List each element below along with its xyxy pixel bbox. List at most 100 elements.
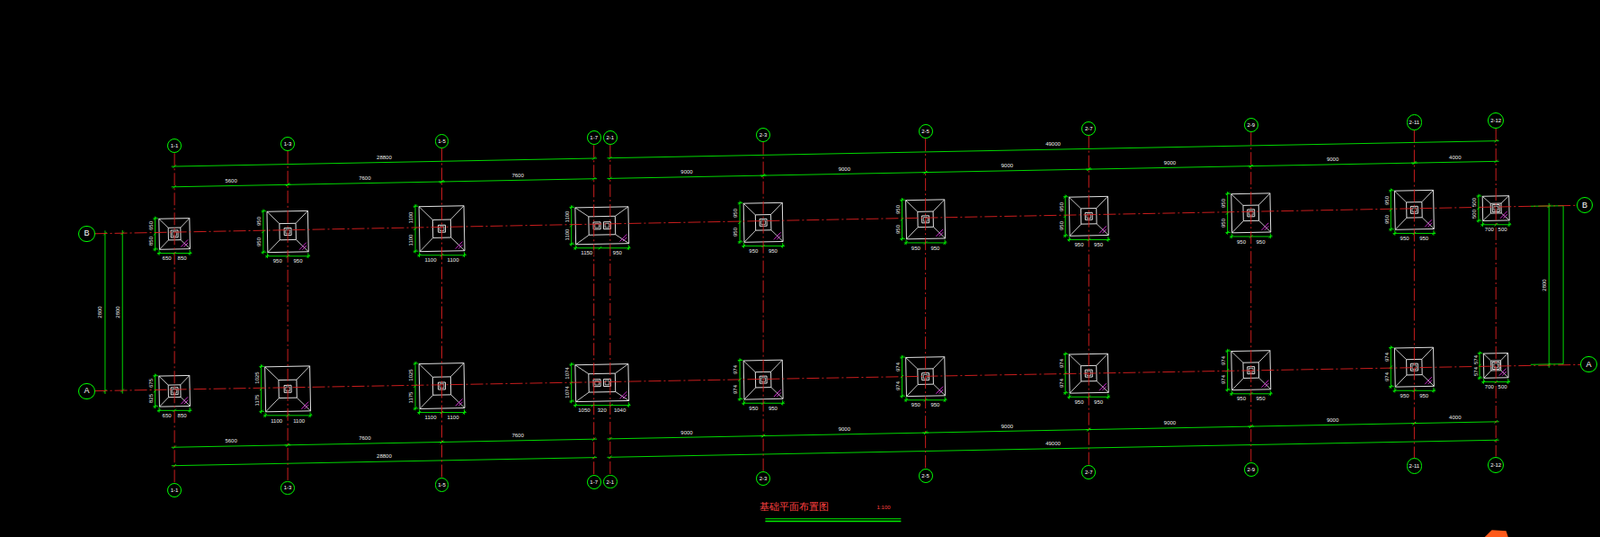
dimension-text: 1175 [254, 392, 260, 407]
dimension-text: 700 [1484, 226, 1495, 232]
dimension-line [438, 438, 597, 442]
footing-slope [906, 199, 918, 212]
dimension-text: 950 [256, 236, 262, 248]
dimension-text: 9000 [1163, 419, 1177, 426]
corner-mark [773, 231, 782, 240]
dimension-text: 950 [747, 248, 759, 254]
dimension-text: 950 [1220, 197, 1227, 209]
dimension-tick [574, 403, 578, 407]
dimension-text: 950 [1235, 395, 1247, 401]
dimension-text: 1050 [577, 407, 591, 413]
dimension-text: 950 [1073, 241, 1085, 248]
dimension-tick [761, 173, 765, 177]
dimension-text: 49000 [1044, 141, 1062, 147]
dimension-line [1085, 426, 1254, 430]
axis-label: 2-9 [1246, 466, 1255, 472]
dimension-text: 500 [1471, 208, 1477, 220]
dimension-text: 700 [1484, 383, 1495, 390]
dimension-text: 650 [161, 255, 173, 261]
dimension-text: 974 [1058, 357, 1065, 369]
dimension-tick [1063, 195, 1067, 198]
dimension-text: 950 [1058, 220, 1065, 232]
footing-slope [743, 203, 756, 215]
column-outline [593, 379, 601, 387]
footing-slope [906, 356, 918, 369]
axis-label: 1-7 [589, 134, 598, 141]
dimension-text: 950 [1220, 217, 1227, 229]
dimension-line [606, 141, 1499, 159]
dimension-text: 1100 [408, 210, 414, 224]
axis-label: 1-7 [589, 479, 598, 485]
dimension-tick [1431, 231, 1435, 235]
dimension-line [922, 429, 1092, 434]
corner-mark [180, 396, 188, 404]
footing-slope [418, 363, 433, 377]
axis-bubble: 2-1 [603, 130, 618, 145]
dimension-tick [259, 364, 263, 368]
axis-bubble: 2-9 [1244, 462, 1259, 477]
dimension-text: 9000 [837, 426, 852, 432]
dimension-tick [462, 253, 466, 257]
footing-slope [450, 205, 464, 220]
dimension-tick [157, 408, 160, 412]
dimension-text: 5600 [223, 437, 238, 444]
axis-label: 1-1 [170, 142, 179, 149]
axis-line [593, 144, 595, 475]
axis-line [174, 152, 176, 483]
footing-slope [1231, 221, 1244, 233]
axis-label: 2-11 [1409, 119, 1421, 125]
dimension-tick [1389, 188, 1393, 192]
dimension-tick [1249, 164, 1253, 168]
footing-slope [1069, 223, 1082, 236]
axis-bubble: A [78, 382, 95, 400]
axis-bubble: 2-11 [1406, 114, 1423, 131]
footing-slope [743, 360, 756, 373]
footing-slope [1422, 217, 1434, 230]
axis-label: 2-12 [1490, 117, 1502, 124]
axis-label: 2-11 [1409, 462, 1421, 469]
dimension-tick [598, 246, 602, 249]
dimension-line [1563, 205, 1565, 365]
dimension-line [573, 247, 632, 249]
dimension-tick [574, 246, 578, 249]
corner-mark [1261, 380, 1269, 388]
corner-mark [1099, 382, 1107, 391]
axis-label: 2-7 [1084, 469, 1094, 475]
dimension-text: 7600 [357, 435, 372, 441]
footing-slope [450, 363, 464, 377]
footing-slope [1068, 196, 1081, 209]
footing-slope [1095, 353, 1108, 365]
footing-slope [159, 218, 169, 228]
dimension-text: 950 [292, 257, 303, 264]
axis-bubble: 1-1 [167, 482, 182, 498]
drawing-title: 基础平面布置图 [758, 501, 830, 512]
scale-text: 1:100 [876, 504, 892, 510]
axis-bubble: 2-7 [1081, 121, 1096, 136]
dimension-tick [737, 201, 741, 205]
corner-mark [180, 239, 188, 247]
dimension-line [606, 175, 766, 178]
dimension-text: 1100 [424, 414, 438, 420]
footing [575, 206, 630, 245]
footing-slope [1394, 190, 1406, 203]
dimension-tick [569, 362, 573, 365]
dimension-text: 9000 [679, 168, 694, 175]
dimension-text: 7600 [510, 432, 525, 438]
corner-mark [935, 229, 943, 237]
dimension-tick [1389, 346, 1393, 349]
footing-slope [267, 240, 281, 253]
dimension-text: 974 [1384, 351, 1390, 363]
dimension-tick [1226, 388, 1229, 392]
dimension-tick [900, 394, 904, 398]
dimension-tick [259, 409, 263, 413]
axis-label: B [83, 229, 89, 238]
dimension-text: 1175 [408, 390, 414, 404]
dimension-tick [1482, 380, 1485, 383]
footing-slope [1096, 380, 1109, 392]
dimension-tick [187, 251, 191, 255]
dimension-line [922, 168, 1092, 173]
dimension-tick [900, 237, 904, 240]
footing-slope [296, 397, 311, 411]
footing-slope [1231, 350, 1244, 363]
